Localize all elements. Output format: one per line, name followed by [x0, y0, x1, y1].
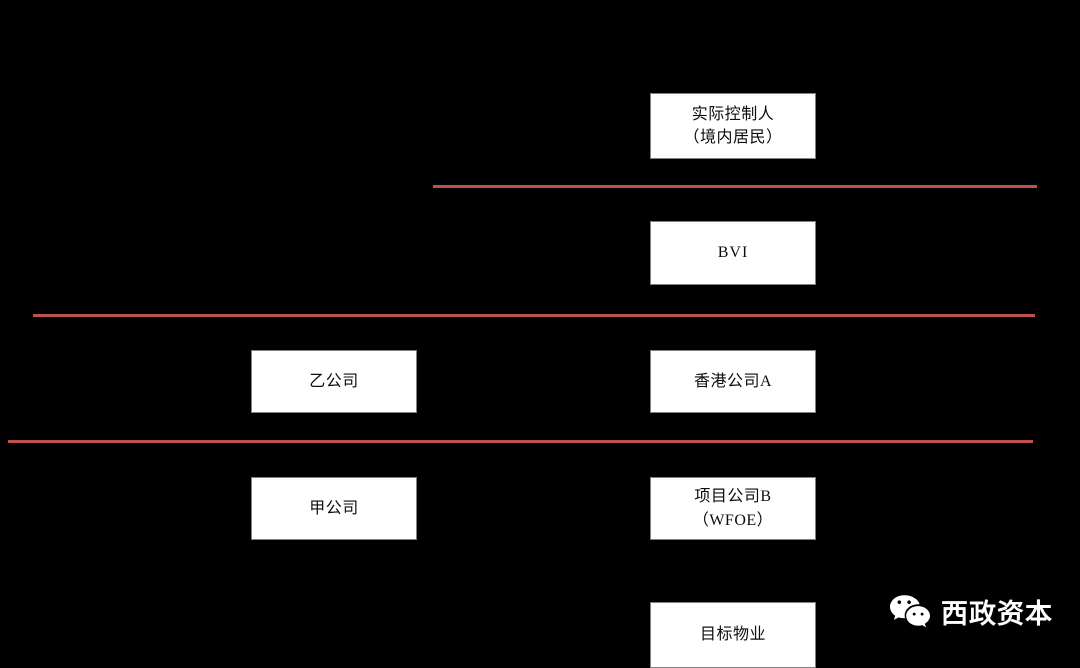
- node-actual-controller-line1: 实际控制人: [691, 105, 775, 123]
- node-actual-controller-line2: （境内居民）: [683, 129, 783, 146]
- jurisdiction-divider-1: [433, 185, 1037, 188]
- node-company-b-label: 乙公司: [309, 372, 359, 390]
- node-company-a[interactable]: 甲公司: [251, 477, 417, 540]
- watermark-text: 西政资本: [941, 599, 1053, 629]
- jurisdiction-divider-2: [33, 314, 1035, 317]
- jurisdiction-divider-3: [8, 440, 1033, 443]
- node-hong-kong-company-a-label: 香港公司A: [693, 372, 773, 390]
- node-company-b[interactable]: 乙公司: [251, 350, 417, 413]
- node-project-company-line1: 项目公司B: [694, 488, 772, 506]
- node-actual-controller[interactable]: 实际控制人 （境内居民）: [650, 93, 816, 159]
- node-hong-kong-company-a[interactable]: 香港公司A: [650, 350, 816, 413]
- wechat-icon: [889, 594, 931, 630]
- node-bvi-label: BVI: [717, 244, 749, 262]
- node-target-property-label: 目标物业: [699, 626, 766, 644]
- node-bvi[interactable]: BVI: [650, 221, 816, 285]
- watermark: 西政资本: [889, 592, 1053, 631]
- node-company-a-label: 甲公司: [309, 499, 359, 517]
- node-project-company-wfoe[interactable]: 项目公司B （WFOE）: [650, 477, 816, 540]
- node-project-company-line2: （WFOE）: [692, 511, 774, 529]
- node-target-property[interactable]: 目标物业: [650, 602, 816, 668]
